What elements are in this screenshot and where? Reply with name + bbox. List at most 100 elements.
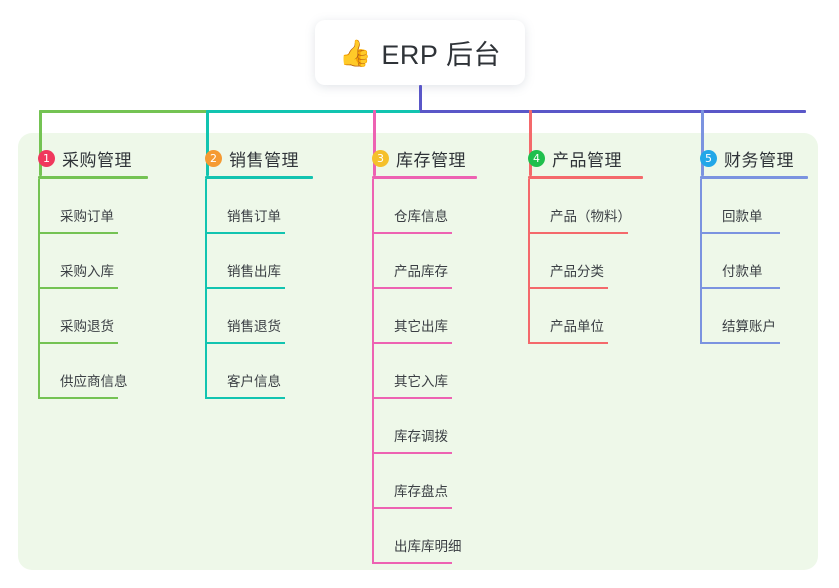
list-item[interactable]: 销售订单 — [205, 179, 313, 234]
branch-title: 财务管理 — [724, 150, 794, 170]
list-item-underline — [372, 562, 452, 564]
list-item-label: 产品（物料） — [550, 209, 631, 224]
list-item[interactable]: 产品库存 — [372, 234, 477, 289]
branch-item-list: 产品（物料） 产品分类产品单位 — [528, 179, 643, 344]
branch-underline — [205, 176, 313, 179]
list-item-label: 结算账户 — [722, 319, 776, 334]
list-item[interactable]: 其它入库 — [372, 344, 477, 399]
branch-drop-2 — [206, 110, 209, 176]
list-item-label: 采购退货 — [60, 319, 114, 334]
list-item[interactable]: 销售出库 — [205, 234, 313, 289]
branch-number-badge: 5 — [700, 149, 717, 167]
list-item[interactable]: 仓库信息 — [372, 179, 477, 234]
branch-column-5: 5 财务管理回款单付款单结算账户 — [700, 146, 808, 344]
branch-header-3[interactable]: 3 库存管理 — [372, 146, 477, 170]
branch-spine — [372, 179, 374, 564]
list-item[interactable]: 库存调拨 — [372, 399, 477, 454]
branch-number-badge: 3 — [372, 149, 389, 167]
list-item[interactable]: 供应商信息 — [38, 344, 148, 399]
list-item-underline — [205, 232, 285, 234]
list-item-underline — [700, 342, 780, 344]
branch-header-5[interactable]: 5 财务管理 — [700, 146, 808, 170]
list-item[interactable]: 客户信息 — [205, 344, 313, 399]
branch-item-list: 回款单付款单结算账户 — [700, 179, 808, 344]
bus-segment-middle — [206, 110, 420, 113]
branch-header-1[interactable]: 1 采购管理 — [38, 146, 148, 170]
branch-title: 库存管理 — [396, 150, 466, 170]
list-item-underline — [205, 397, 285, 399]
list-item-underline — [372, 452, 452, 454]
branch-spine — [205, 179, 207, 399]
branch-spine — [700, 179, 702, 344]
list-item-label: 其它入库 — [394, 374, 448, 389]
thumbs-up-emoji: 👍 — [339, 37, 372, 68]
list-item-underline — [528, 232, 628, 234]
list-item-underline — [38, 287, 118, 289]
list-item-underline — [205, 287, 285, 289]
list-item[interactable]: 库存盘点 — [372, 454, 477, 509]
list-item-label: 回款单 — [722, 209, 763, 224]
list-item[interactable]: 销售退货 — [205, 289, 313, 344]
list-item-underline — [700, 287, 780, 289]
list-item[interactable]: 采购入库 — [38, 234, 148, 289]
list-item-label: 产品分类 — [550, 264, 604, 279]
branch-underline — [38, 176, 148, 179]
branch-column-2: 2 销售管理销售订单销售出库销售退货客户信息 — [205, 146, 313, 399]
list-item-underline — [38, 397, 118, 399]
branch-underline — [700, 176, 808, 179]
list-item-label: 销售出库 — [227, 264, 281, 279]
list-item-underline — [372, 397, 452, 399]
list-item[interactable]: 付款单 — [700, 234, 808, 289]
list-item-label: 产品单位 — [550, 319, 604, 334]
branch-underline — [372, 176, 477, 179]
list-item[interactable]: 结算账户 — [700, 289, 808, 344]
branch-underline — [528, 176, 643, 179]
list-item-underline — [372, 232, 452, 234]
branch-drop-1 — [39, 110, 42, 176]
list-item[interactable]: 其它出库 — [372, 289, 477, 344]
bus-segment-right — [420, 110, 806, 113]
branch-drop-5 — [701, 110, 704, 176]
list-item[interactable]: 采购订单 — [38, 179, 148, 234]
list-item-label: 采购入库 — [60, 264, 114, 279]
list-item-label: 库存调拨 — [394, 429, 448, 444]
branch-title: 采购管理 — [62, 150, 132, 170]
list-item[interactable]: 产品单位 — [528, 289, 643, 344]
list-item-label: 库存盘点 — [394, 484, 448, 499]
branch-title: 销售管理 — [229, 150, 299, 170]
list-item-label: 供应商信息 — [60, 374, 128, 389]
list-item-underline — [700, 232, 780, 234]
branch-item-list: 销售订单销售出库销售退货客户信息 — [205, 179, 313, 399]
branch-column-1: 1 采购管理采购订单采购入库采购退货供应商信息 — [38, 146, 148, 399]
branch-spine — [38, 179, 40, 399]
list-item-label: 销售订单 — [227, 209, 281, 224]
list-item-label: 付款单 — [722, 264, 763, 279]
branch-number-badge: 2 — [205, 149, 222, 167]
list-item[interactable]: 采购退货 — [38, 289, 148, 344]
list-item-underline — [38, 342, 118, 344]
list-item-underline — [372, 507, 452, 509]
list-item-label: 销售退货 — [227, 319, 281, 334]
list-item-underline — [372, 287, 452, 289]
branch-drop-4 — [529, 110, 532, 176]
root-stem-connector — [419, 85, 422, 113]
list-item-label: 出库库明细 — [394, 539, 462, 554]
list-item-underline — [372, 342, 452, 344]
list-item[interactable]: 回款单 — [700, 179, 808, 234]
list-item-underline — [205, 342, 285, 344]
branch-item-list: 采购订单采购入库采购退货供应商信息 — [38, 179, 148, 399]
branch-drop-3 — [373, 110, 376, 176]
list-item[interactable]: 产品（物料） — [528, 179, 643, 234]
root-node[interactable]: 👍 ERP 后台 — [315, 20, 525, 85]
branch-number-badge: 1 — [38, 149, 55, 167]
diagram-panel — [18, 133, 818, 570]
bus-segment-left — [39, 110, 207, 113]
branch-header-2[interactable]: 2 销售管理 — [205, 146, 313, 170]
branch-number-badge: 4 — [528, 149, 545, 167]
list-item-label: 仓库信息 — [394, 209, 448, 224]
list-item[interactable]: 产品分类 — [528, 234, 643, 289]
list-item[interactable]: 出库库明细 — [372, 509, 477, 564]
